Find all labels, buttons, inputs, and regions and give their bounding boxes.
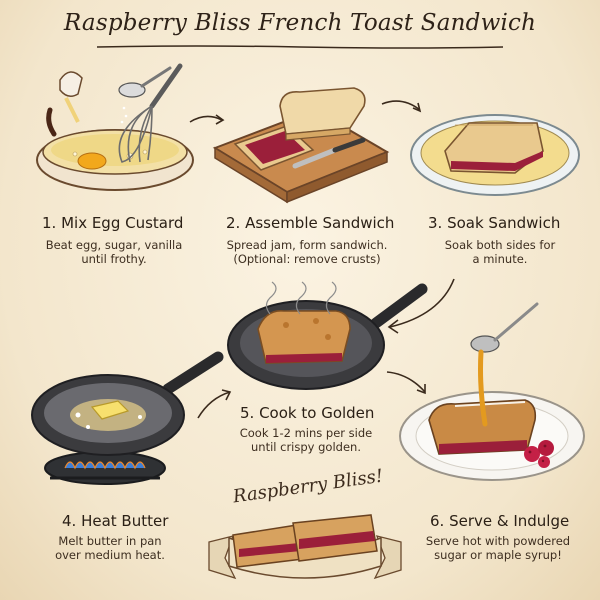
step-1-title: 1. Mix Egg Custard [42, 214, 184, 232]
arrow-1-icon [189, 114, 225, 125]
egg-bowl-icon [36, 66, 194, 191]
step-6-desc-line-2: sugar or maple syrup! [434, 548, 562, 562]
step-2-title: 2. Assemble Sandwich [226, 214, 395, 232]
banner-text: Raspberry Bliss! [231, 465, 385, 508]
step-1-desc: Beat egg, sugar, vanilla until frothy. [24, 238, 204, 266]
step-2-desc-line-1: Spread jam, form sandwich. [226, 238, 388, 252]
step-4-desc: Melt butter in pan over medium heat. [30, 534, 190, 562]
step-2-desc-line-2: (Optional: remove crusts) [233, 252, 381, 266]
step-1-desc-line-1: Beat egg, sugar, vanilla [45, 238, 183, 252]
step-5-desc-line-2: until crispy golden. [251, 440, 361, 454]
step-6-desc: Serve hot with powdered sugar or maple s… [410, 534, 586, 562]
step-4-desc-line-1: Melt butter in pan [58, 534, 162, 548]
step-3-desc: Soak both sides for a minute. [420, 238, 580, 266]
arrow-3-icon [387, 278, 455, 334]
step-3-title: 3. Soak Sandwich [428, 214, 561, 232]
step-4-title: 4. Heat Butter [62, 512, 169, 530]
step-6-title: 6. Serve & Indulge [430, 512, 570, 530]
whisk-icon [118, 63, 183, 163]
title-underline [96, 45, 504, 49]
step-1-desc-line-2: until frothy. [81, 252, 147, 266]
arrow-5-icon [386, 371, 426, 395]
arrow-2-icon [381, 100, 422, 113]
step-5-title: 5. Cook to Golden [240, 404, 375, 422]
page-title: Raspberry Bliss French Toast Sandwich [63, 10, 537, 36]
step-3-desc-line-1: Soak both sides for [444, 238, 556, 252]
syrup-spoon-icon [470, 302, 539, 427]
sandwich-halves-icon [232, 514, 378, 568]
raspberry-icon [524, 440, 554, 468]
step-4-desc-line-2: over medium heat. [55, 548, 165, 562]
skillet-butter-icon [31, 351, 224, 456]
steam-icon [265, 281, 337, 315]
skillet-icon [227, 283, 428, 390]
arrow-4-icon [197, 389, 232, 419]
glass-dish-icon [410, 114, 580, 196]
step-2-desc: Spread jam, form sandwich. (Optional: re… [212, 238, 402, 266]
step-3-desc-line-2: a minute. [472, 252, 528, 266]
step-5-desc: Cook 1-2 mins per side until crispy gold… [226, 426, 386, 454]
plate-icon [399, 391, 585, 481]
bread-slice-icon [279, 87, 366, 141]
step-6-desc-line-1: Serve hot with powdered [425, 534, 571, 548]
step-5-desc-line-1: Cook 1-2 mins per side [239, 426, 373, 440]
